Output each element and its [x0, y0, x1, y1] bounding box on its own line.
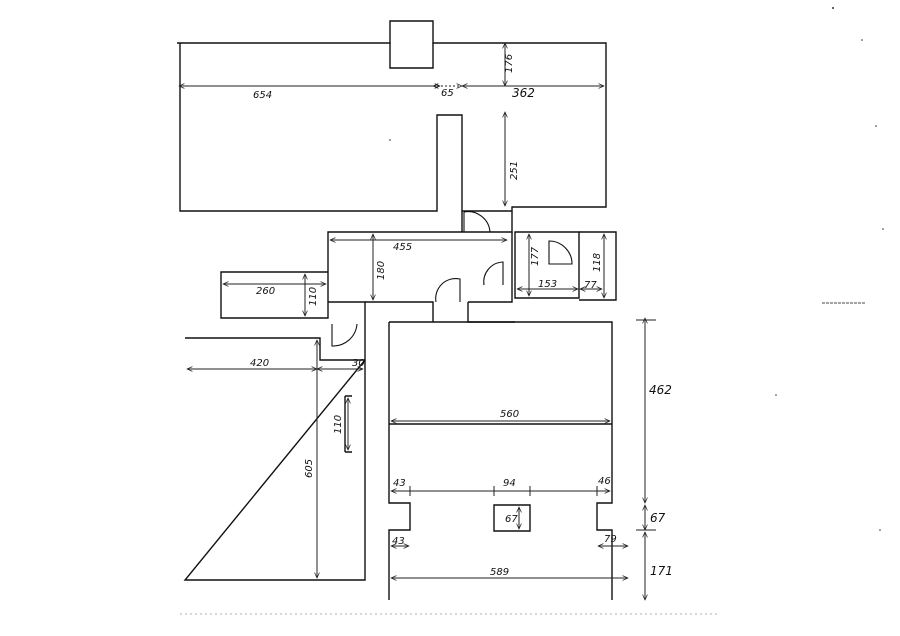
- dim-label-79: 79: [604, 534, 617, 545]
- dim-label-420: 420: [250, 358, 269, 369]
- wall-wc: [579, 231, 617, 301]
- dim-label-176: 176: [504, 54, 515, 73]
- dim-label-605: 605: [304, 459, 315, 478]
- wall-bathroom: [514, 231, 580, 299]
- wall-top-room: [177, 20, 607, 212]
- scan-artifacts: [179, 7, 884, 615]
- dim-label-110b: 110: [333, 415, 344, 434]
- dim-label-560: 560: [500, 409, 519, 420]
- wall-hallway-bottom: [365, 232, 515, 323]
- wall-left-room-window: [344, 395, 352, 453]
- door-hallway-bottom: [435, 277, 461, 303]
- dim-label-118: 118: [592, 253, 603, 272]
- dim-label-171: 171: [650, 564, 673, 578]
- dim-label-177: 177: [530, 246, 541, 266]
- dim-label-251: 251: [509, 161, 520, 180]
- dim-label-67a: 67: [505, 514, 518, 525]
- dim-label-46: 46: [598, 476, 611, 487]
- dim-label-30: 30: [352, 358, 365, 369]
- dim-label-153: 153: [538, 279, 557, 290]
- dim-label-110a: 110: [308, 287, 319, 306]
- door-top-room: [463, 211, 491, 233]
- wall-right-room: [388, 321, 613, 600]
- dim-label-362: 362: [512, 86, 535, 100]
- dim-label-180: 180: [376, 261, 387, 280]
- wall-left-room: [183, 322, 366, 581]
- wall-right-room-column: [493, 504, 531, 532]
- dim-label-67b: 67: [650, 511, 666, 525]
- dim-label-654: 654: [253, 90, 272, 101]
- door-hallway-right: [483, 261, 504, 286]
- dim-label-589: 589: [490, 567, 509, 578]
- door-bathroom: [548, 240, 573, 265]
- door-left-room: [331, 323, 358, 347]
- dim-label-43b: 43: [392, 536, 405, 547]
- dim-label-65: 65: [441, 88, 454, 99]
- dim-label-462: 462: [649, 383, 672, 397]
- dim-label-77: 77: [584, 280, 597, 291]
- wall-chimney-inner: [389, 43, 434, 69]
- dim-label-260: 260: [256, 286, 275, 297]
- wall-small-room: [220, 271, 329, 319]
- dim-label-455: 455: [393, 242, 412, 253]
- dim-label-43a: 43: [393, 478, 406, 489]
- dim-label-94: 94: [503, 478, 516, 489]
- wall-hallway: [327, 211, 513, 322]
